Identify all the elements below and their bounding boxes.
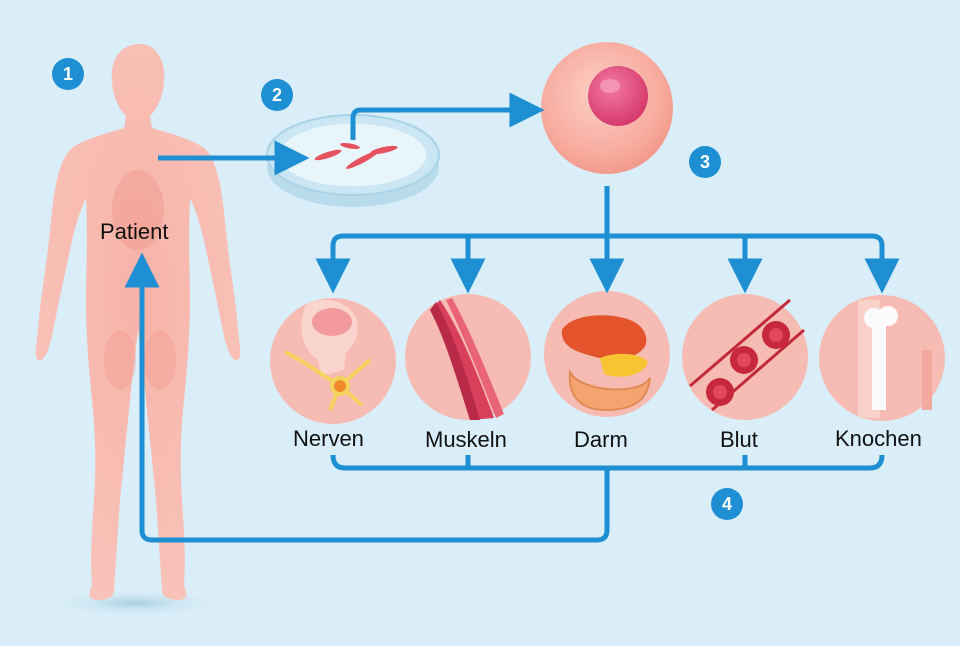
patient-label: Patient xyxy=(100,219,169,244)
step-badge-1: 1 xyxy=(52,58,84,90)
organ-label-blut: Blut xyxy=(720,427,758,452)
branch-bar xyxy=(330,233,885,276)
organ-label-darm: Darm xyxy=(574,427,628,452)
bone-icon xyxy=(819,295,945,421)
organ-label-nerven: Nerven xyxy=(293,426,364,451)
flow-arrows xyxy=(124,92,900,543)
red-blood-cell-icon xyxy=(682,294,808,420)
organ-label-knochen: Knochen xyxy=(835,426,922,451)
collect-bar xyxy=(330,454,885,471)
intestine-icon xyxy=(544,291,670,417)
stem-cell-icon xyxy=(541,42,673,174)
organ-nerven-icon xyxy=(270,298,396,424)
petri-dish-icon xyxy=(266,114,440,207)
human-body-icon xyxy=(35,44,241,617)
organ-muskeln-icon xyxy=(405,294,531,420)
step-badge-4: 4 xyxy=(711,488,743,520)
arrow-return-to-patient xyxy=(124,252,610,543)
arrow-dish-to-cell xyxy=(350,92,545,140)
step-badge-2: 2 xyxy=(261,79,293,111)
step-badge-3: 3 xyxy=(689,146,721,178)
organ-label-muskeln: Muskeln xyxy=(425,427,507,452)
